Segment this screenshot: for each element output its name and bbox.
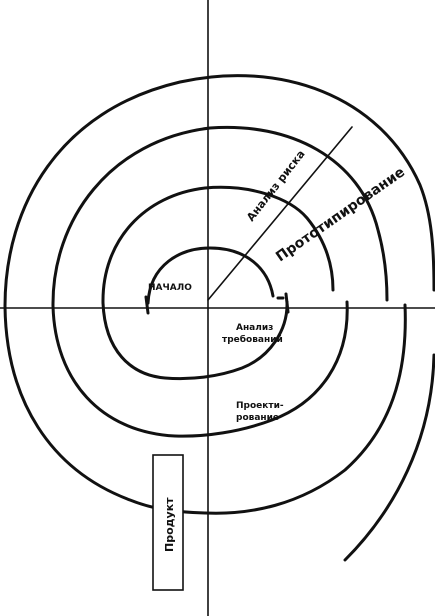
spiral-arc-2 — [101, 185, 335, 381]
label-design-line1: Проекти- — [236, 401, 284, 411]
label-product: Продукт — [163, 497, 176, 552]
spiral-arc-5 — [343, 353, 435, 562]
label-start: НАЧАЛО — [148, 283, 192, 293]
spiral-arc-3 — [51, 125, 389, 438]
label-risk-analysis: Анализ риска — [244, 148, 308, 224]
spiral-arc-1 — [146, 246, 275, 305]
label-requirements-line2: требований — [222, 334, 283, 345]
label-requirements-line1: Анализ — [236, 323, 273, 333]
spiral-arc-4 — [3, 74, 435, 515]
label-design-line2: рование — [236, 413, 279, 423]
product-box — [152, 454, 184, 591]
diagonal-axis — [207, 126, 353, 301]
tick-2 — [284, 292, 290, 314]
label-prototyping: Прототипирование — [273, 164, 408, 265]
tick-1 — [144, 295, 150, 315]
